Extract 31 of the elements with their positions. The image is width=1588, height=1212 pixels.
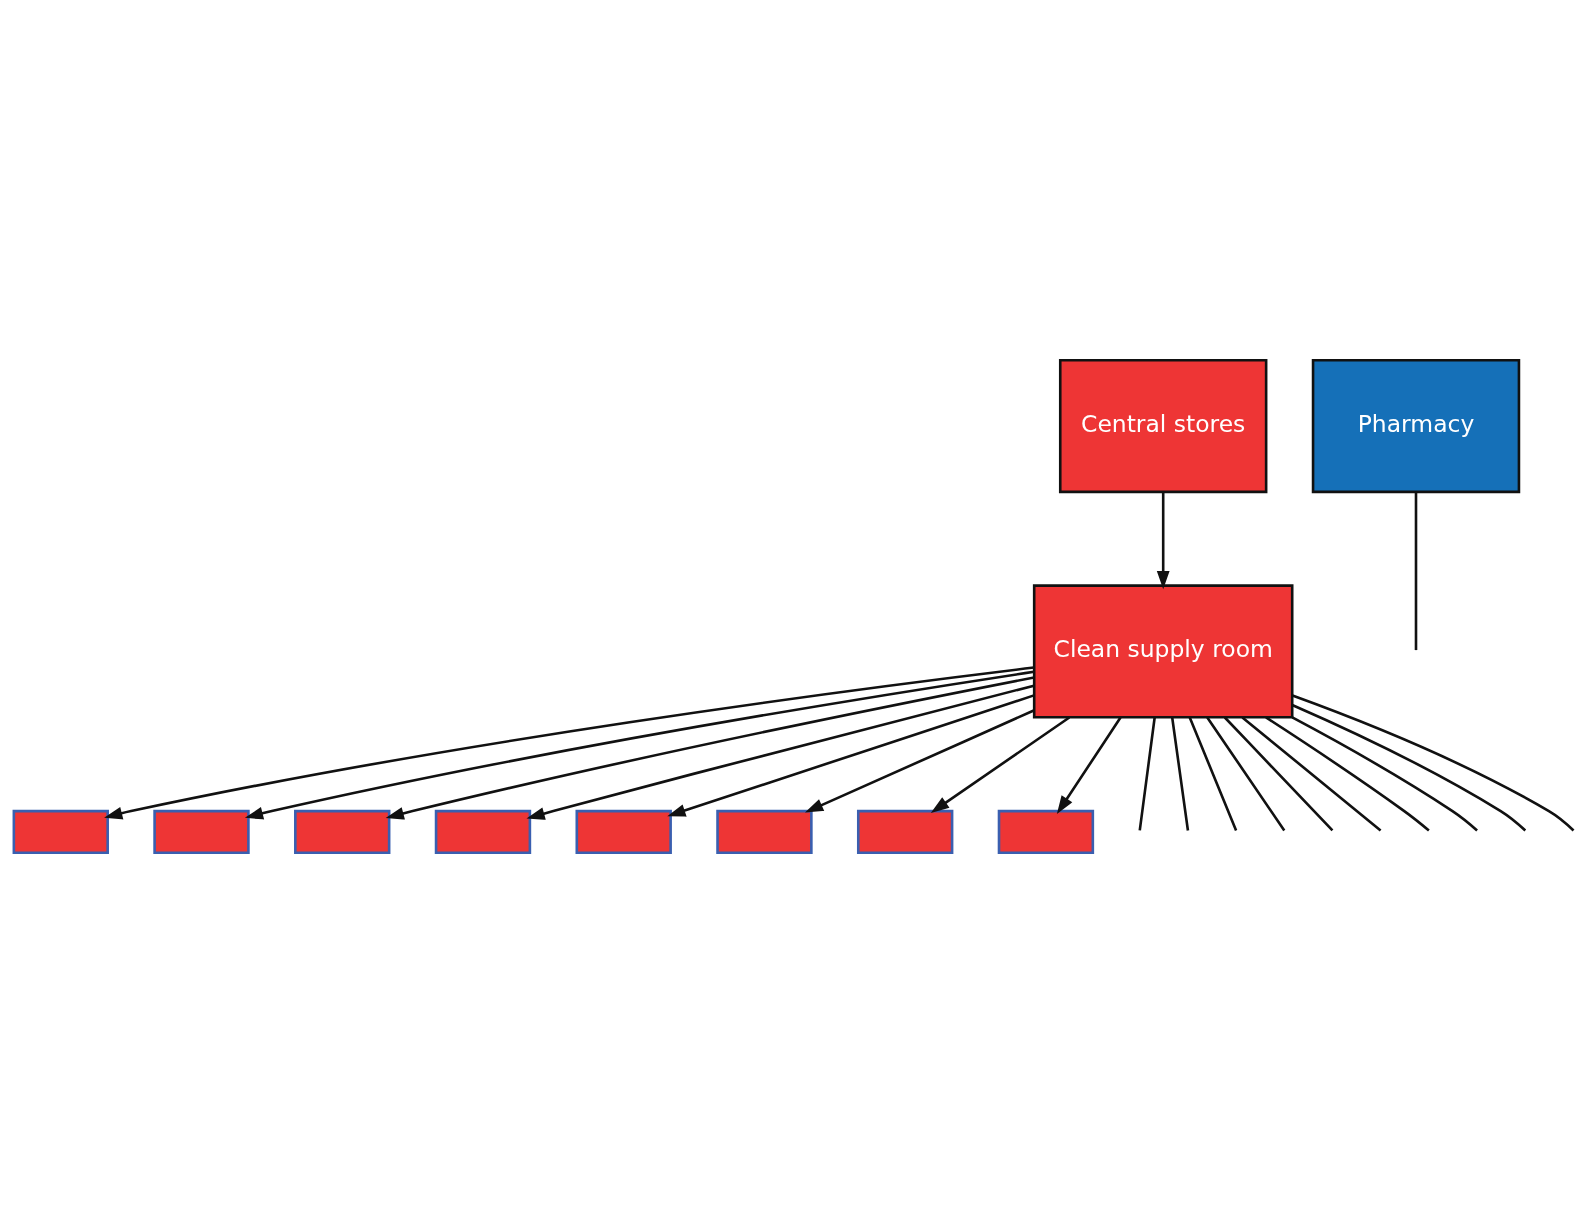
arrow (244, 669, 1035, 819)
arrow (930, 715, 1071, 813)
arrow (526, 683, 1035, 820)
connector (1206, 716, 1286, 831)
arrow (804, 708, 1035, 813)
connector (1292, 693, 1575, 831)
node-box (997, 809, 1095, 854)
node-box (716, 809, 813, 854)
connector (1188, 716, 1238, 831)
connector (1170, 716, 1190, 831)
node-box (12, 809, 109, 854)
connector (1223, 716, 1334, 831)
arrow (385, 675, 1035, 820)
arrow (1056, 716, 1122, 814)
node-box (575, 809, 672, 854)
arrow (667, 693, 1035, 817)
connector (1241, 715, 1382, 831)
node-box: Central stores (1058, 358, 1268, 493)
connector (1291, 715, 1478, 831)
node-box (434, 809, 532, 854)
node-box: Clean supply room (1032, 583, 1294, 719)
connector (1265, 715, 1430, 831)
connector (1138, 716, 1156, 831)
node-box (856, 809, 954, 854)
connector (1414, 491, 1418, 650)
connector (1291, 703, 1527, 831)
arrow (104, 665, 1035, 819)
node-box (153, 809, 250, 854)
node-box: Pharmacy (1311, 358, 1521, 493)
node-box (294, 809, 391, 854)
arrow (1156, 491, 1170, 589)
